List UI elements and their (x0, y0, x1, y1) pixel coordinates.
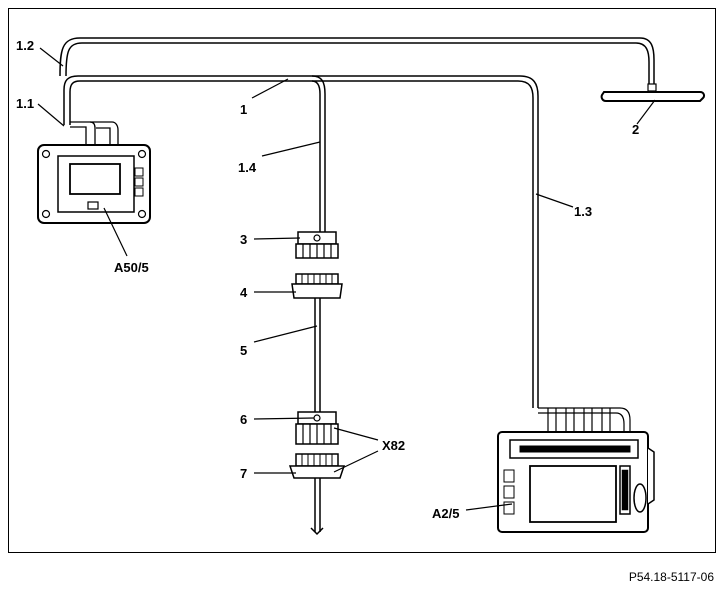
label-4: 4 (240, 285, 248, 300)
label-1-3: 1.3 (574, 204, 592, 219)
connector-3 (295, 231, 339, 259)
harness-a2-5-wires (538, 407, 631, 432)
control-unit-a2-5 (497, 431, 655, 533)
connector-6 (295, 411, 339, 445)
labels: 1.2 1.1 1 1.4 1.3 2 3 4 5 6 7 X82 A50/5 … (16, 38, 639, 521)
diagram-frame (8, 8, 716, 553)
label-a2-5: A2/5 (432, 506, 459, 521)
harness-1-2 (59, 37, 655, 86)
label-x82: X82 (382, 438, 405, 453)
label-5: 5 (240, 343, 247, 358)
harness-1-4 (311, 75, 326, 232)
harness-continuation (310, 478, 324, 536)
connector-7 (288, 453, 346, 479)
label-1-4: 1.4 (238, 160, 257, 175)
label-1-1: 1.1 (16, 96, 34, 111)
label-7: 7 (240, 466, 247, 481)
label-3: 3 (240, 232, 247, 247)
label-1: 1 (240, 102, 247, 117)
harness-5 (314, 298, 321, 412)
label-2: 2 (632, 122, 639, 137)
leader-lines (37, 47, 656, 511)
label-1-2: 1.2 (16, 38, 34, 53)
harness-main (63, 75, 539, 408)
label-a50-5: A50/5 (114, 260, 149, 275)
connector-4 (291, 273, 343, 299)
harness-1-1-branches (70, 121, 119, 145)
control-unit-a50-5 (37, 144, 151, 224)
figure-reference: P54.18-5117-06 (628, 570, 714, 584)
label-6: 6 (240, 412, 247, 427)
component-2 (600, 83, 705, 102)
